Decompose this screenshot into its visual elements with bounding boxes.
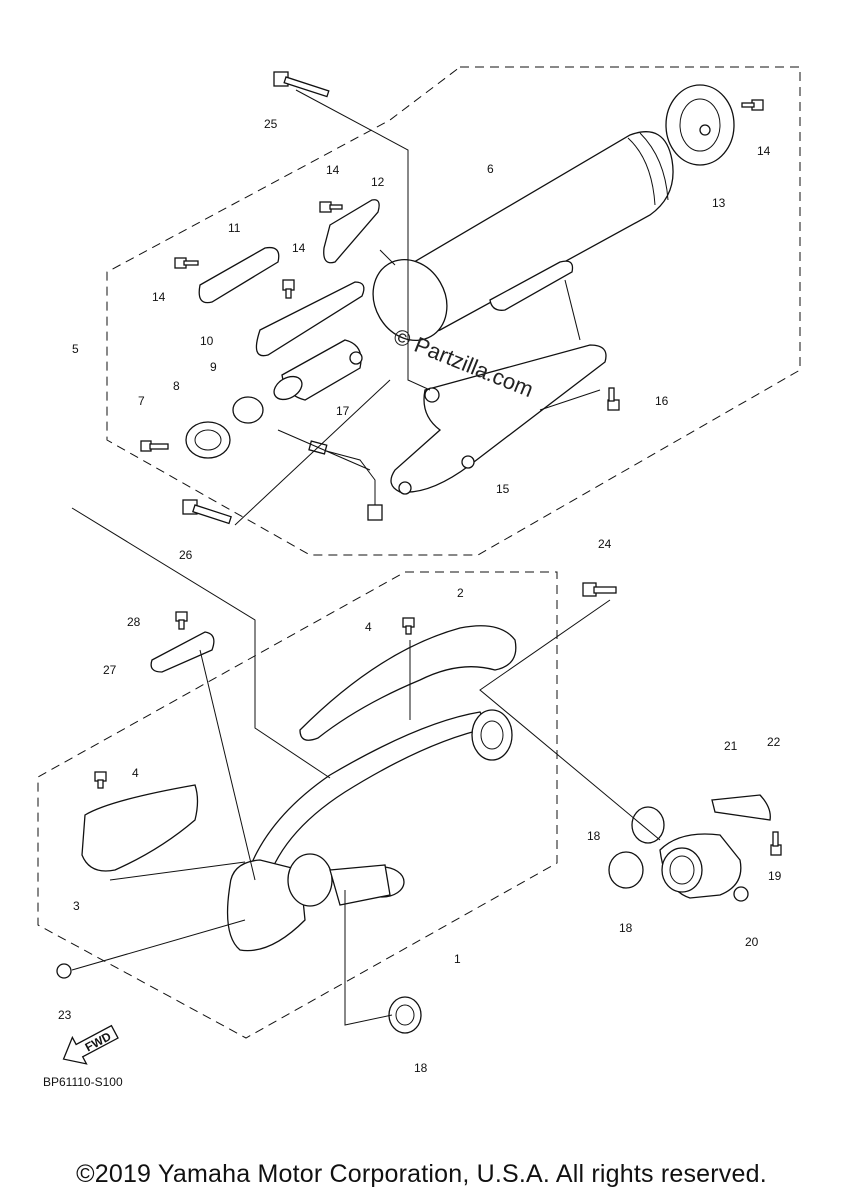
leader-lines [71, 89, 661, 1026]
callout-3: 3 [73, 899, 80, 913]
callout-16: 16 [655, 394, 669, 408]
callout-21: 21 [724, 739, 738, 753]
callout-13: 13 [712, 196, 726, 210]
nut-23[interactable] [56, 963, 72, 979]
clamp-8[interactable] [185, 421, 231, 459]
muffler-end-cap[interactable] [665, 84, 735, 166]
callout-7: 7 [138, 394, 145, 408]
bolt-22[interactable] [770, 831, 782, 856]
callout-1: 1 [454, 952, 461, 966]
bolt-26[interactable] [182, 499, 232, 525]
callout-27: 27 [103, 663, 117, 677]
exhaust-parts-diagram: FWD © Partzilla.com 1 2 3 4 4 5 6 7 8 9 … [37, 66, 801, 1075]
gasket-18c[interactable] [388, 996, 422, 1034]
nut-20[interactable] [733, 886, 749, 902]
bolt-7[interactable] [140, 440, 169, 452]
callout-2: 2 [457, 586, 464, 600]
muffler[interactable] [359, 131, 674, 354]
inner-pipe [273, 339, 363, 401]
callout-14b: 14 [292, 241, 306, 255]
sensor-17[interactable] [308, 440, 383, 521]
callout-5: 5 [72, 342, 79, 356]
bolt-14a[interactable] [174, 257, 199, 269]
callout-15: 15 [496, 482, 510, 496]
fwd-arrow: FWD [62, 1024, 119, 1065]
callout-24: 24 [598, 537, 612, 551]
callout-12: 12 [371, 175, 385, 189]
callout-20: 20 [745, 935, 759, 949]
protector-12[interactable] [323, 199, 380, 264]
bolt-4a[interactable] [402, 617, 415, 635]
callout-6: 6 [487, 162, 494, 176]
heat-shield-2[interactable] [299, 625, 517, 741]
exhaust-pipe[interactable] [226, 709, 513, 952]
bolt-24[interactable] [582, 582, 617, 597]
callout-26: 26 [179, 548, 193, 562]
protector-11[interactable] [198, 246, 280, 304]
joint-19[interactable] [659, 833, 742, 899]
bolt-14b[interactable] [282, 279, 295, 299]
bolt-28[interactable] [175, 611, 188, 630]
protector-21[interactable] [711, 794, 771, 821]
callout-4b: 4 [132, 766, 139, 780]
protector-10[interactable] [255, 281, 365, 357]
callout-17: 17 [336, 404, 350, 418]
bolt-25[interactable] [273, 71, 330, 98]
callout-28: 28 [127, 615, 141, 629]
callout-14c: 14 [326, 163, 340, 177]
callout-18c: 18 [414, 1061, 428, 1075]
bolt-4b[interactable] [94, 771, 107, 789]
callout-4a: 4 [365, 620, 372, 634]
gasket-18b[interactable] [608, 851, 644, 889]
callout-9: 9 [210, 360, 217, 374]
callout-10: 10 [200, 334, 214, 348]
muffler-stay[interactable] [390, 344, 607, 495]
muffler-bracket [489, 260, 574, 311]
gasket-18c-inner [395, 1004, 415, 1026]
protector-27[interactable] [150, 631, 215, 673]
callout-19: 19 [768, 869, 782, 883]
callout-11: 11 [228, 221, 241, 235]
gasket-18a[interactable] [631, 806, 665, 844]
bolt-14d[interactable] [741, 99, 764, 111]
callout-22: 22 [767, 735, 781, 749]
callout-8: 8 [173, 379, 180, 393]
muffler-assembly-boundary [106, 66, 801, 556]
bolt-16[interactable] [607, 387, 620, 411]
callout-14d: 14 [757, 144, 771, 158]
callout-23: 23 [58, 1008, 72, 1022]
protector-3[interactable] [81, 784, 199, 872]
bolt-14c[interactable] [319, 201, 343, 213]
callout-18a: 18 [587, 829, 601, 843]
diagram-code: BP61110-S100 [43, 1075, 123, 1089]
copyright-notice: ©2019 Yamaha Motor Corporation, U.S.A. A… [76, 1160, 767, 1188]
callout-14a: 14 [152, 290, 166, 304]
gasket-9[interactable] [232, 396, 264, 424]
exhaust-pipe-assembly-boundary [37, 571, 558, 1039]
callout-18b: 18 [619, 921, 633, 935]
callout-25: 25 [264, 117, 278, 131]
